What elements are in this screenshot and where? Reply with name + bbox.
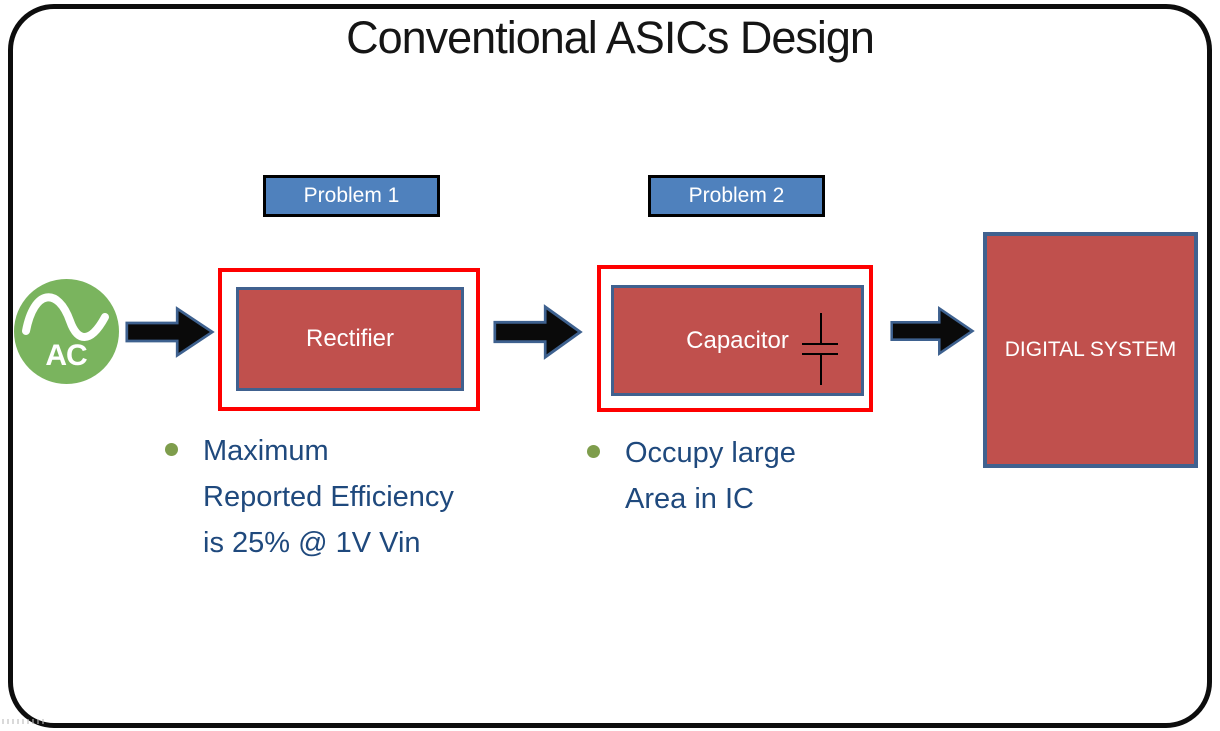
problem-1-label-box: Problem 1	[263, 175, 440, 217]
capacitor-label: Capacitor	[686, 326, 789, 354]
capacitor-block: Capacitor	[611, 285, 864, 396]
bullet-dot-icon	[587, 445, 600, 458]
flow-arrow-source-to-rectifier	[125, 306, 215, 358]
rectifier-block: Rectifier	[236, 287, 464, 391]
problem-2-highlight-outline	[597, 265, 873, 412]
flow-arrow-capacitor-to-digital	[890, 306, 975, 356]
slide-border-frame	[8, 4, 1212, 728]
sine-wave-icon	[22, 293, 109, 341]
watermark-artifact	[2, 719, 44, 724]
problem-2-label: Problem 2	[688, 184, 785, 207]
bullet-rectifier-text: Maximum Reported Efficiency is 25% @ 1V …	[203, 435, 454, 559]
flow-arrow-rectifier-to-capacitor	[493, 304, 583, 360]
capacitor-symbol-icon	[802, 313, 838, 385]
rectifier-label: Rectifier	[305, 325, 395, 352]
digital-system-label: DIGITAL SYSTEM	[1004, 338, 1177, 361]
bullet-capacitor-text: Occupy large Area in IC	[625, 437, 796, 515]
slide-title: Conventional ASICs Design	[346, 12, 875, 63]
bullet-dot-icon	[165, 443, 178, 456]
ac-source: AC	[14, 279, 119, 384]
digital-system-block: DIGITAL SYSTEM	[983, 232, 1198, 468]
problem-2-label-box: Problem 2	[648, 175, 825, 217]
bullet-rectifier-note: Maximum Reported Efficiency is 25% @ 1V …	[165, 428, 454, 566]
problem-1-highlight-outline	[218, 268, 480, 411]
ac-source-label: AC	[45, 339, 87, 372]
problem-1-label: Problem 1	[303, 184, 400, 207]
bullet-capacitor-note: Occupy large Area in IC	[587, 430, 796, 522]
